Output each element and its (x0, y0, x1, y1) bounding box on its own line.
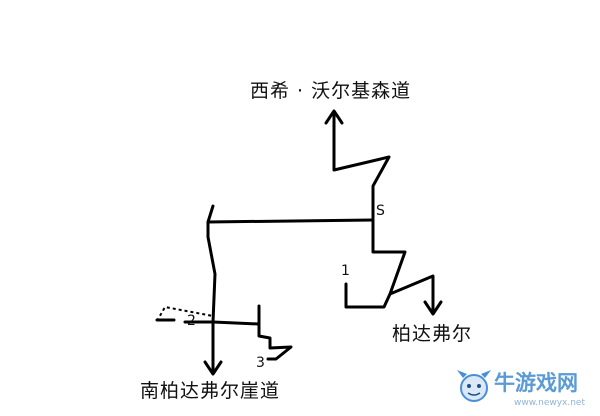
east-route (371, 218, 435, 314)
label-southwest-destination: 南柏达弗尔崖道 (140, 380, 281, 402)
east-arrowhead (423, 300, 443, 316)
main-corridor (206, 218, 375, 224)
southwest-arrowhead (203, 360, 223, 376)
label-start: S (376, 203, 385, 219)
label-east-destination: 柏达弗尔 (392, 323, 473, 345)
hidden-dashed-path (156, 305, 214, 322)
spur-point1 (344, 282, 392, 309)
label-north-destination: 西希 · 沃尔基森道 (250, 80, 412, 102)
north-route (332, 112, 391, 220)
watermark-url: www.newyx.net (514, 398, 586, 408)
label-point-2: 2 (187, 313, 196, 329)
west-route (206, 204, 261, 326)
watermark-name: 牛游戏网 (494, 371, 578, 395)
label-point-3: 3 (256, 355, 265, 371)
north-arrowhead (324, 109, 344, 125)
south-branch (257, 304, 293, 361)
watermark-logo-icon (457, 370, 491, 402)
label-point-1: 1 (341, 263, 350, 279)
